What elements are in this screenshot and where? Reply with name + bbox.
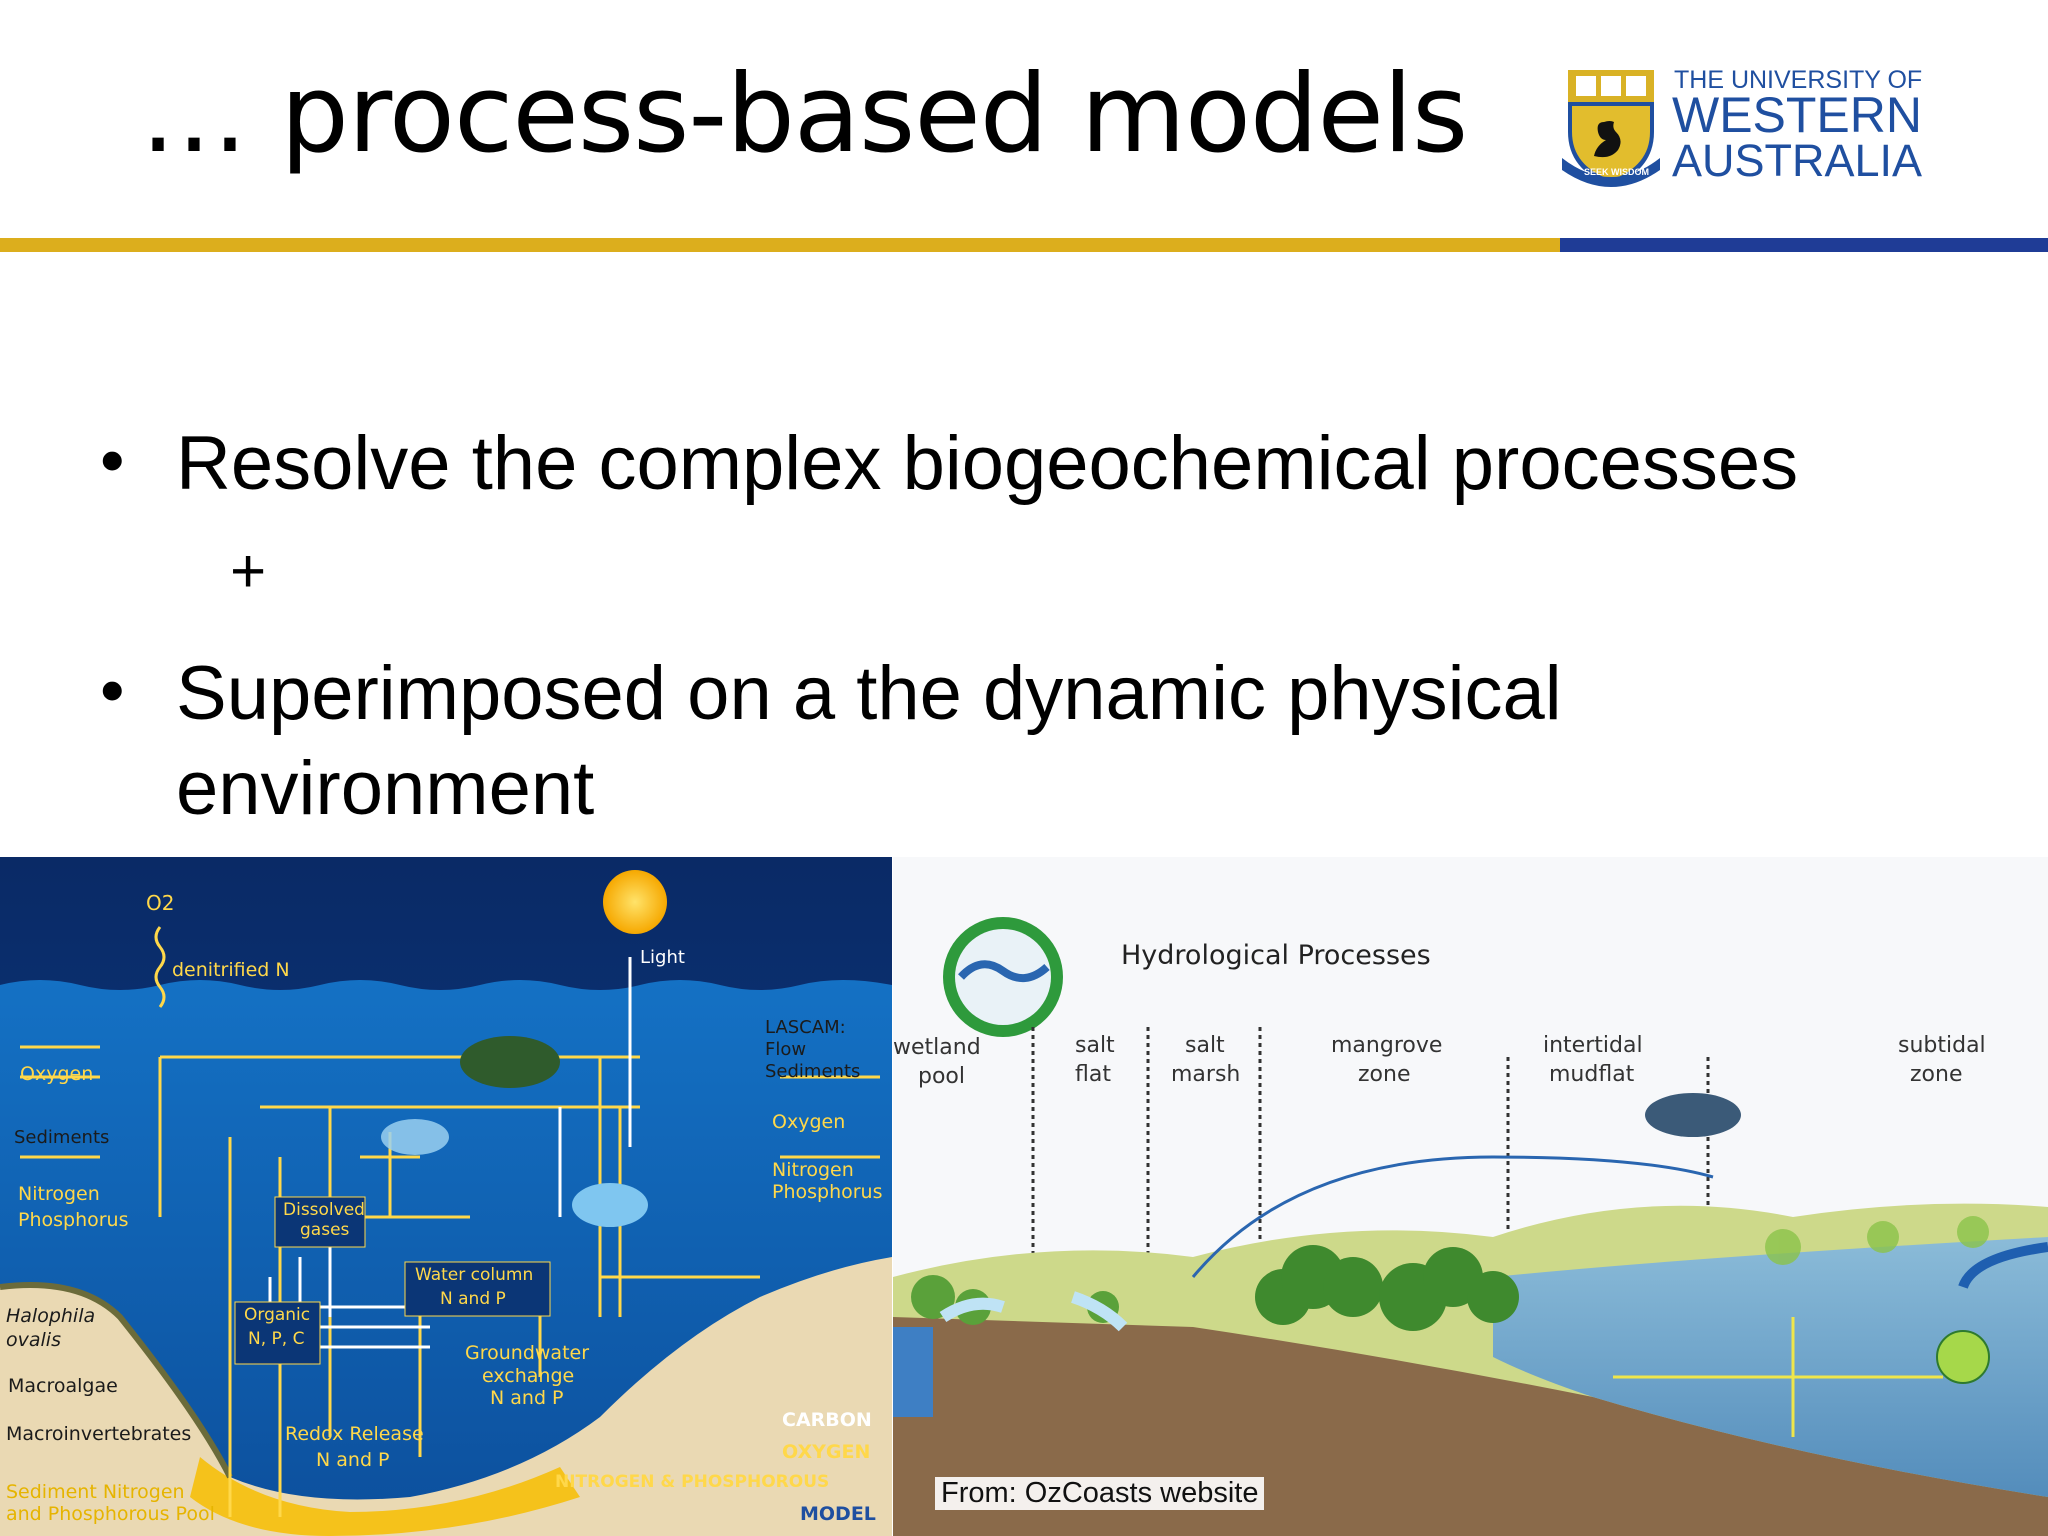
zone-mangrove-line2: zone [1358, 1062, 1411, 1087]
turtle-icon [460, 1036, 560, 1088]
sediments-right-label: Sediments [765, 1061, 861, 1082]
zone-mangrove-line1: mangrove [1331, 1033, 1443, 1058]
nitrogen-right-label: Nitrogen [772, 1159, 854, 1181]
macroalgae-label: Macroalgae [8, 1375, 118, 1397]
model-np-label: NITROGEN & PHOSPHOROUS [555, 1472, 830, 1492]
sun-icon [603, 870, 667, 934]
hydrology-title: Hydrological Processes [1121, 940, 1431, 971]
university-logo: SEEK WISDOM THE UNIVERSITY OF WESTERN AU… [1556, 62, 1922, 192]
zone-intertidal-line2: mudflat [1549, 1062, 1635, 1087]
plankton-icon [1936, 1330, 1990, 1384]
gases-label: gases [300, 1220, 350, 1240]
dissolved-label: Dissolved [283, 1200, 365, 1220]
biogeochemical-model-figure: O2 denitrified N Light LASCAM: Flow Sedi… [0, 857, 892, 1536]
sediment-pool-label: and Phosphorous Pool [6, 1503, 215, 1525]
halophila-label: Halophila [6, 1305, 96, 1327]
light-label: Light [640, 947, 685, 968]
oxygen-right-label: Oxygen [772, 1111, 846, 1133]
denitrified-label: denitrified N [172, 959, 290, 981]
zone-wetland-pool-line2: pool [918, 1064, 965, 1089]
bullet-marker-1: • [100, 421, 125, 499]
lascam-label: LASCAM: [765, 1017, 846, 1038]
zone-wetland-pool-line1: wetland [893, 1035, 981, 1060]
water-column-np-label: N and P [440, 1289, 506, 1309]
model-carbon-label: CARBON [782, 1409, 872, 1431]
plus-sign: + [230, 537, 267, 606]
dissolved-gases-box [274, 1196, 366, 1248]
groundwater-label: Groundwater [465, 1342, 590, 1364]
zone-salt-flat-line1: salt [1075, 1033, 1115, 1058]
ovalis-label: ovalis [6, 1329, 61, 1351]
header-rule-gold [0, 238, 1560, 252]
sediments-left-label: Sediments [14, 1127, 110, 1148]
hydrological-processes-figure: Hydrological Processes wetland pool salt… [893, 857, 2048, 1536]
bullet-2: Superimposed on a the dynamic physical [176, 651, 1562, 736]
organic-npc-label: N, P, C [248, 1329, 305, 1349]
water-column-label: Water column [415, 1265, 534, 1285]
bullet-marker-2: • [100, 651, 125, 729]
model-oxygen-label: OXYGEN [782, 1441, 871, 1463]
zone-salt-marsh-line1: salt [1185, 1033, 1225, 1058]
phosphorus-left-label: Phosphorus [18, 1209, 129, 1231]
hydrological-landscape-diagram [893, 917, 2048, 1536]
redox-np-label: N and P [316, 1449, 390, 1471]
sediment-nitrogen-label: Sediment Nitrogen [6, 1481, 185, 1503]
zone-salt-flat-line2: flat [1075, 1062, 1111, 1087]
water-body [1493, 1237, 2048, 1497]
model-word-label: MODEL [800, 1503, 876, 1525]
water-column-box [404, 1261, 551, 1317]
logo-line-2: WESTERN [1672, 87, 1922, 143]
organic-box [234, 1301, 321, 1365]
source-caption: From: OzCoasts website [935, 1477, 1265, 1510]
organic-label: Organic [244, 1305, 311, 1325]
header-rule-blue [1560, 238, 2048, 252]
biogeochemical-model-diagram [0, 857, 892, 1536]
o2-wave [154, 926, 166, 1008]
exchange-label: exchange [482, 1365, 575, 1387]
logo-line-3: AUSTRALIA [1672, 135, 1923, 186]
zone-subtidal-line2: zone [1910, 1062, 1963, 1087]
slide-title: … process-based models [140, 52, 1468, 177]
jellyfish-icon [381, 1119, 449, 1155]
logo-motto: SEEK WISDOM [1584, 167, 1650, 177]
oxygen-left-label: Oxygen [20, 1063, 94, 1085]
nitrogen-left-label: Nitrogen [18, 1183, 100, 1205]
o2-label: O2 [146, 891, 175, 915]
rain-cloud-icon [1645, 1093, 1741, 1137]
zone-salt-marsh-line2: marsh [1171, 1062, 1241, 1087]
fish-icon [572, 1183, 648, 1227]
redox-label: Redox Release [285, 1423, 424, 1445]
macroinvertebrates-label: Macroinvertebrates [6, 1423, 192, 1445]
bullet-1: Resolve the complex biogeochemical proce… [176, 421, 1799, 506]
bullet-2-continuation: environment [176, 746, 595, 831]
crest-icon [1562, 70, 1660, 187]
zone-intertidal-line1: intertidal [1543, 1033, 1643, 1058]
sediment-pool [190, 1457, 580, 1536]
phosphorus-right-label: Phosphorus [772, 1181, 883, 1203]
zone-subtidal-line1: subtidal [1898, 1033, 1986, 1058]
flow-label: Flow [765, 1039, 807, 1060]
logo-line-1: THE UNIVERSITY OF [1674, 66, 1923, 94]
wetland-pool [893, 1327, 933, 1417]
groundwater-np-label: N and P [490, 1387, 564, 1409]
